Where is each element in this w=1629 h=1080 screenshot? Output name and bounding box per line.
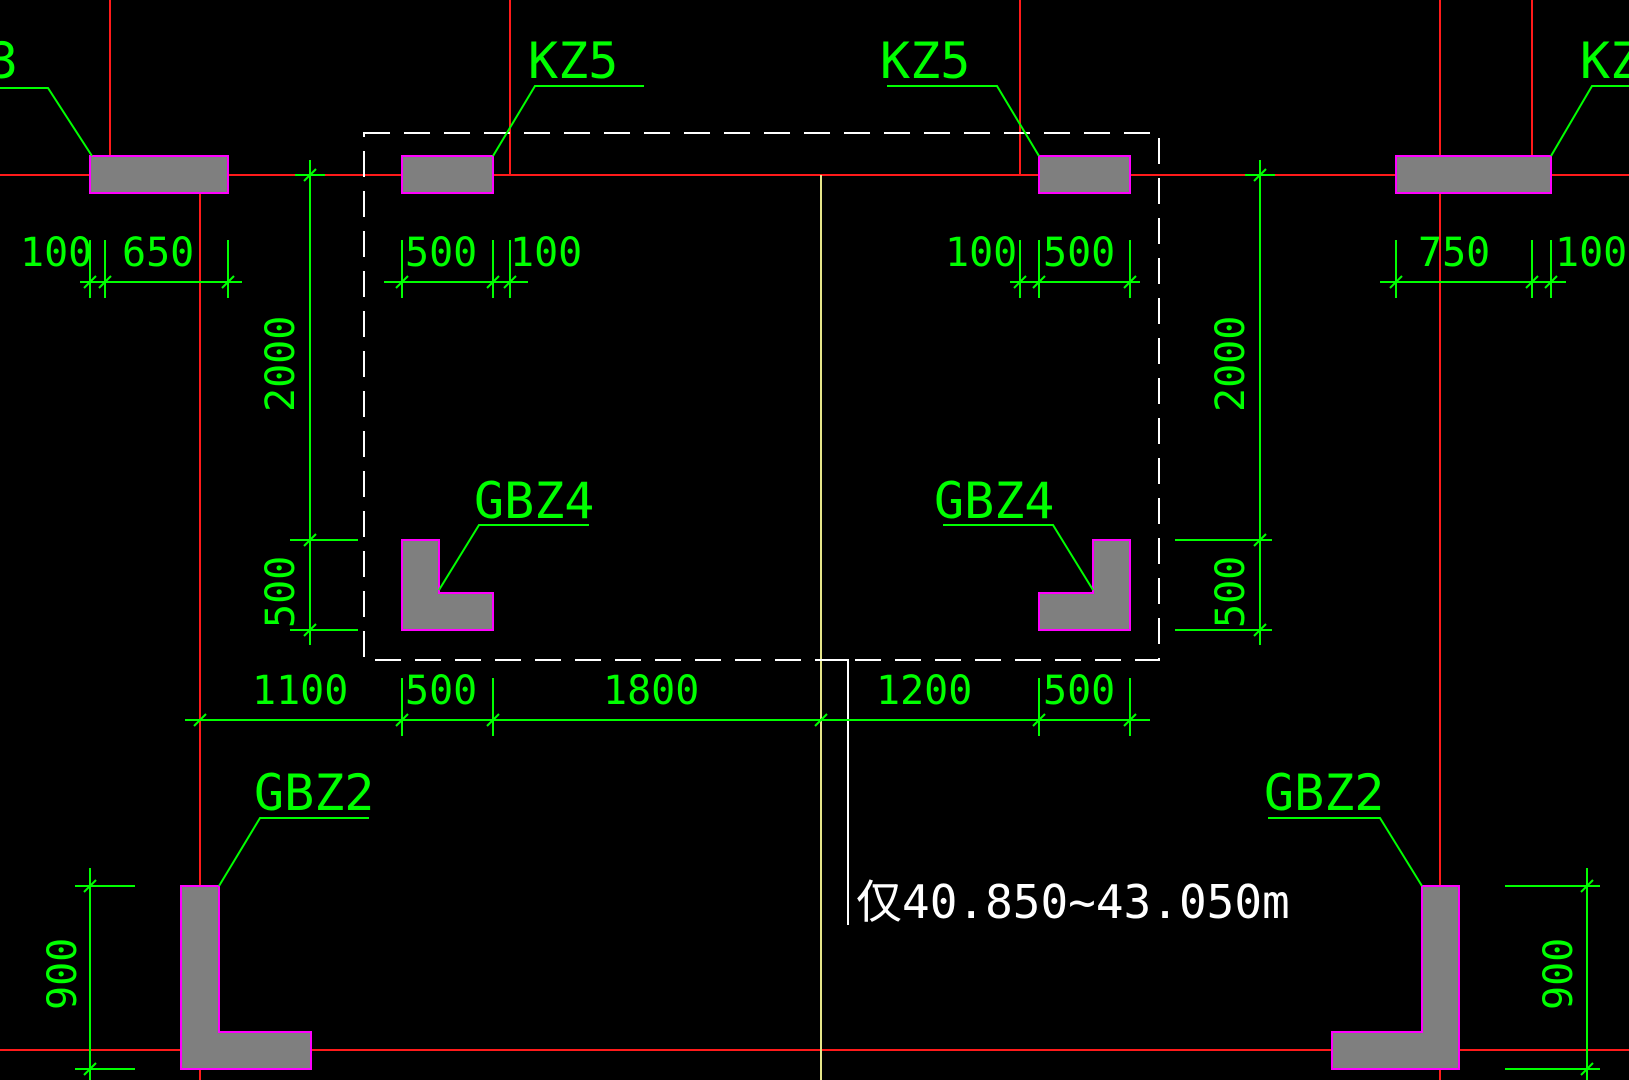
wall-gbz4-left[interactable] (401, 539, 494, 631)
leader-gbz4-right (943, 524, 1094, 591)
dim-bot-1800: 1800 (603, 668, 699, 714)
wall-gbz2-left[interactable] (180, 885, 312, 1070)
leader-gbz4-left (438, 524, 589, 591)
label-kz5-left: KZ5 (528, 32, 618, 90)
label-gbz2-left: GBZ2 (254, 764, 374, 822)
label-kz5-right: KZ5 (880, 32, 970, 90)
wall-gbz2-right[interactable] (1331, 885, 1460, 1070)
wall-gbz4-right[interactable] (1038, 539, 1131, 631)
dim-bot-500-a: 500 (405, 668, 477, 714)
elevation-note: 仅40.850~43.050m (856, 875, 1290, 929)
dim-left-2000: 2000 (258, 316, 304, 412)
elevation-leader (821, 659, 849, 925)
dim-top-650: 650 (122, 230, 194, 276)
leader-kz5-left (492, 85, 644, 157)
dim-right-500: 500 (1208, 556, 1254, 628)
label-gbz4-left: GBZ4 (474, 472, 594, 530)
dim-top-500-a: 500 (405, 230, 477, 276)
label-edge-right: KZ (1580, 32, 1629, 90)
column-kz5-left[interactable] (401, 155, 494, 194)
dim-bot-1100: 1100 (252, 668, 348, 714)
leader-gbz2-right (1268, 817, 1423, 887)
leader-edge-right (1550, 85, 1629, 157)
dim-top-100-c: 100 (945, 230, 1017, 276)
dim-left-500: 500 (258, 556, 304, 628)
dim-bot-1200: 1200 (876, 668, 972, 714)
dim-top-100-b: 100 (510, 230, 582, 276)
dimension-lines (75, 160, 1600, 1080)
leader-kz5-right (887, 85, 1040, 157)
dim-top-500-b: 500 (1043, 230, 1115, 276)
dim-right-2000: 2000 (1208, 316, 1254, 412)
dim-bot-500-b: 500 (1043, 668, 1115, 714)
label-gbz4-right: GBZ4 (934, 472, 1054, 530)
column-kz5-right[interactable] (1038, 155, 1131, 194)
column-kz-right-edge[interactable] (1395, 155, 1552, 194)
leader-gbz2-left (218, 817, 369, 887)
label-edge-left: 3 (0, 32, 18, 90)
structural-elements (89, 155, 1552, 1070)
dim-left-900: 900 (40, 938, 86, 1010)
opening-boundary (363, 132, 1160, 661)
leader-edge-left (0, 87, 93, 157)
dim-top-100-a: 100 (20, 230, 92, 276)
dim-right-900: 900 (1536, 938, 1582, 1010)
dim-top-750: 750 (1418, 230, 1490, 276)
dim-top-100-d: 100 (1555, 230, 1627, 276)
label-leaders (0, 85, 1629, 887)
label-gbz2-right: GBZ2 (1264, 764, 1384, 822)
column-kz-left-edge[interactable] (89, 155, 229, 194)
